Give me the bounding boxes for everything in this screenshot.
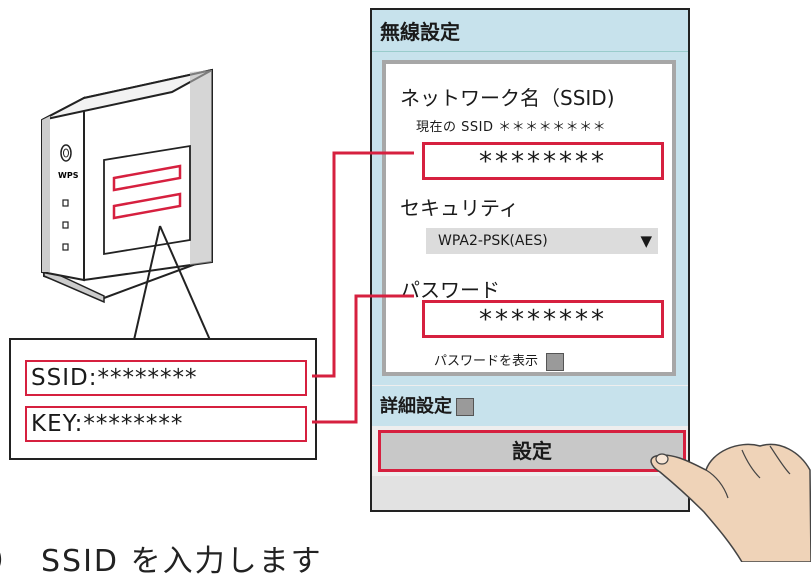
show-password-option: パスワードを表示 (434, 350, 565, 371)
advanced-settings-label: 詳細設定 (380, 396, 452, 417)
page-title: 無線設定 (372, 10, 688, 52)
wps-button-icon (60, 144, 72, 162)
network-name-label: ネットワーク名（SSID) (400, 86, 615, 110)
show-password-label: パスワードを表示 (434, 354, 539, 369)
wireless-settings-body: ネットワーク名（SSID) 現在の SSID ＊＊＊＊＊＊＊＊ ********… (372, 52, 688, 385)
phone-screen: 無線設定 ネットワーク名（SSID) 現在の SSID ＊＊＊＊＊＊＊＊ ***… (370, 8, 690, 512)
phone-footer (372, 476, 688, 510)
instruction-text: ） SSID を入力します (0, 544, 323, 579)
label-ssid-line: SSID:******** (25, 360, 307, 396)
security-select[interactable]: WPA2-PSK(AES) ▼ (426, 228, 658, 254)
security-selected-value: WPA2-PSK(AES) (438, 233, 548, 249)
advanced-settings-checkbox[interactable] (456, 398, 474, 416)
password-label: パスワード (400, 278, 500, 302)
router-label-card: SSID:******** KEY:******** (9, 338, 317, 460)
security-label: セキュリティ (400, 196, 519, 220)
save-button[interactable]: 設定 (378, 430, 686, 472)
show-password-checkbox[interactable] (546, 352, 565, 371)
router-illustration: WPS (41, 68, 213, 340)
triangle-down-icon: ▼ (640, 232, 652, 250)
wps-label: WPS (58, 171, 79, 180)
settings-panel: ネットワーク名（SSID) 現在の SSID ＊＊＊＊＊＊＊＊ ********… (382, 60, 676, 376)
ssid-input[interactable]: ******** (422, 142, 664, 180)
advanced-settings-row: 詳細設定 (372, 386, 688, 426)
label-key-line: KEY:******** (25, 406, 307, 442)
password-input[interactable]: ******** (422, 300, 664, 338)
current-ssid-text: 現在の SSID ＊＊＊＊＊＊＊＊ (416, 120, 607, 135)
